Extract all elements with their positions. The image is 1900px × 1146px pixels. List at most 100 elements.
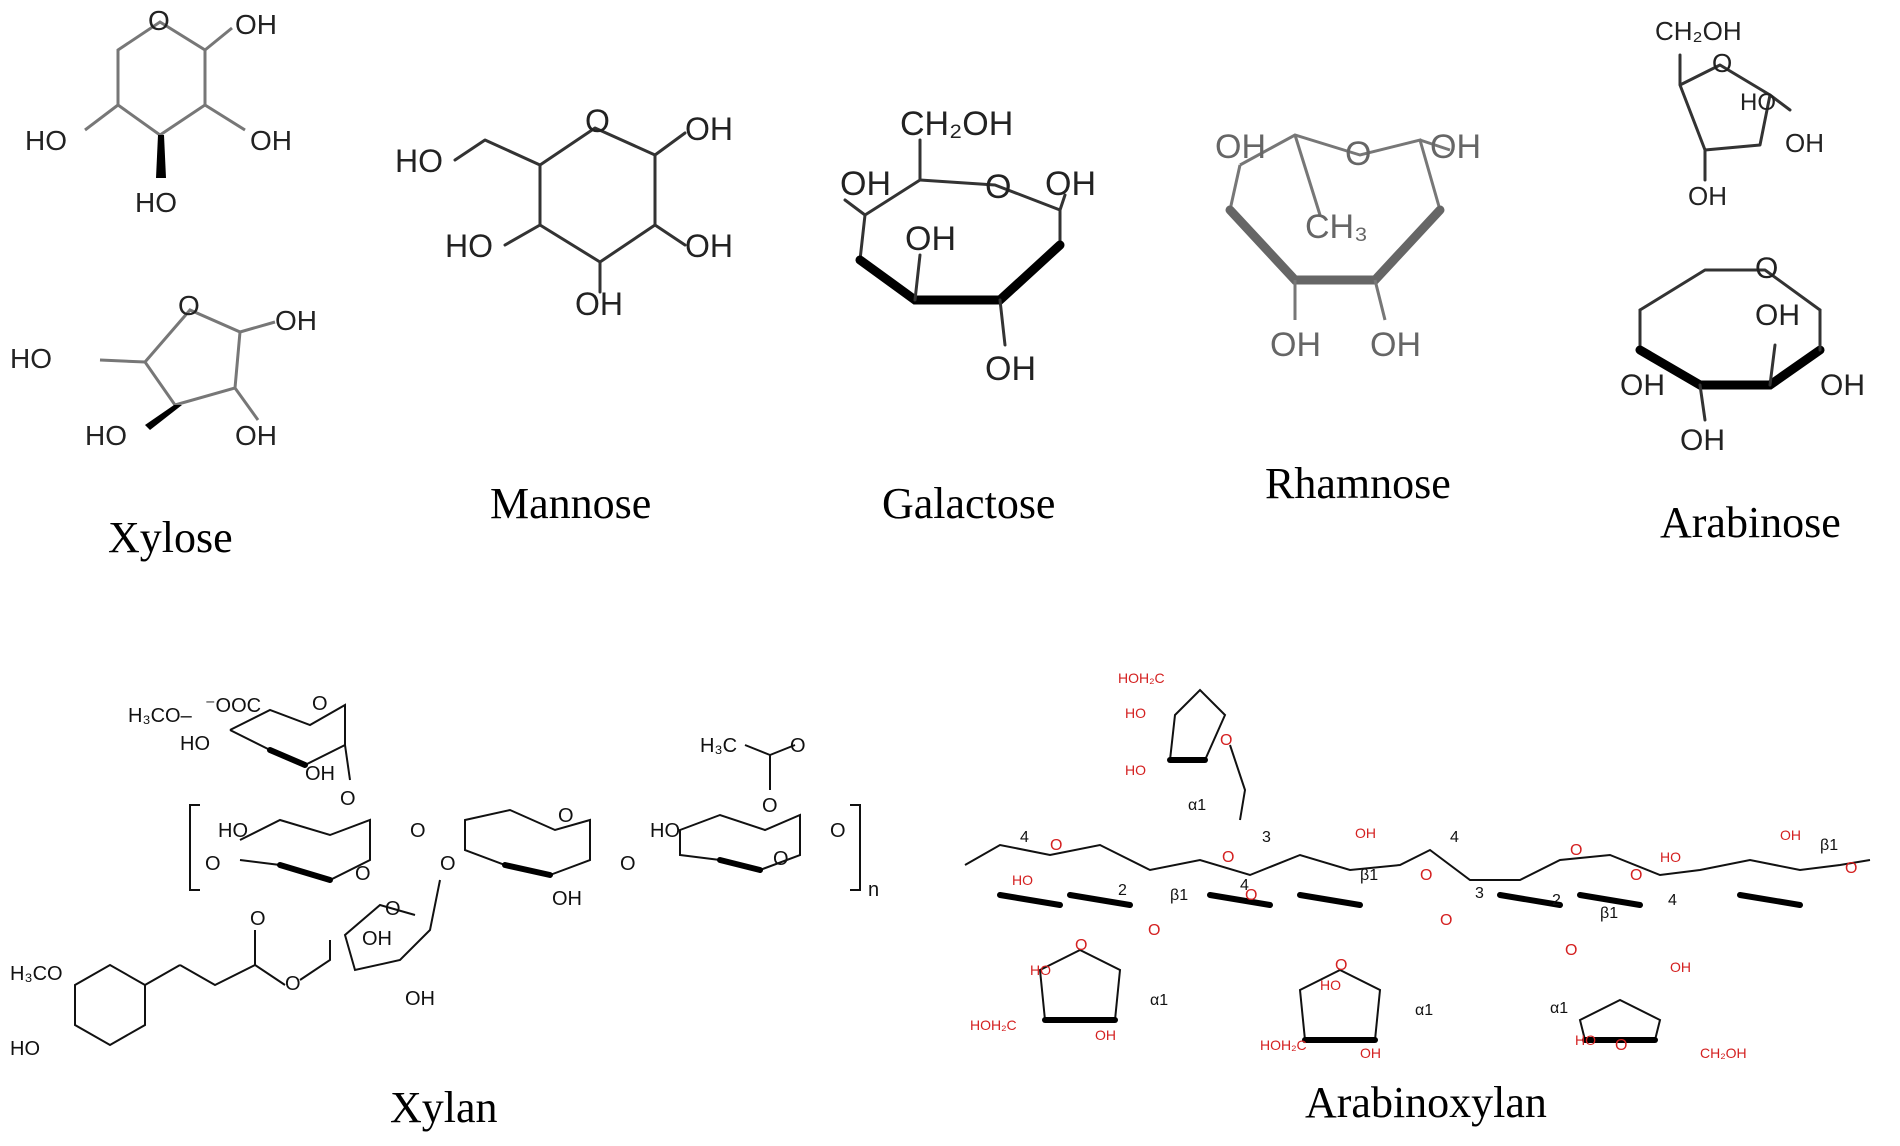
ring-oxygen: O (1335, 957, 1347, 974)
oh-label: OH (905, 220, 956, 258)
position-label: 2 (1118, 882, 1127, 899)
ring-oxygen: O (1570, 842, 1582, 859)
oh-label: OH (1360, 1045, 1381, 1061)
ho-label: HO (1012, 872, 1033, 888)
ch2oh-label: CH₂OH (1655, 16, 1742, 46)
glycosidic-oxygen: O (1148, 922, 1160, 939)
oh-label: OH (1755, 299, 1800, 332)
position-label: 4 (1240, 877, 1249, 894)
ho-label: HO (25, 125, 67, 156)
position-label: 4 (1450, 829, 1459, 846)
glycosidic-oxygen: O (410, 820, 426, 842)
ring-oxygen: O (148, 5, 170, 36)
oh-label: OH (985, 350, 1036, 388)
oh-label: OH (1370, 326, 1421, 364)
arabinoxylan-structure: O O O O O O O O O O O O O O HOH₂C HO HO … (964, 670, 1871, 1061)
ho-label: HO (1575, 1032, 1596, 1048)
caption-galactose: Galactose (882, 479, 1056, 528)
ch3-label: CH₃ (1305, 208, 1368, 246)
ring-oxygen: O (312, 693, 328, 715)
glycosidic-oxygen: O (1440, 912, 1452, 929)
ho-label: HO (395, 143, 443, 179)
oh-label: OH (552, 888, 582, 910)
ring-oxygen: O (585, 103, 610, 139)
caption-arabinoxylan: Arabinoxylan (1305, 1078, 1547, 1127)
oh-label: OH (1045, 165, 1096, 203)
arabinose-furanose: CH₂OH O HO OH OH (1655, 16, 1824, 211)
oh-label: OH (362, 928, 392, 950)
ring-oxygen: O (1345, 135, 1371, 173)
linkage-label: β1 (1600, 905, 1618, 922)
linkage-label: α1 (1415, 1002, 1433, 1019)
oh-label: OH (235, 420, 277, 451)
ring-oxygen: O (1615, 1037, 1627, 1054)
ho-label: HO (1740, 89, 1776, 116)
ho-label: HO (1125, 705, 1146, 721)
ring-oxygen: O (558, 805, 574, 827)
xylose-pyranose: O OH OH HO HO (25, 5, 292, 218)
ho-label: HO (180, 733, 210, 755)
ring-oxygen: O (985, 168, 1011, 206)
ring-oxygen: O (1755, 252, 1778, 285)
oh-label: OH (1355, 825, 1376, 841)
glycosidic-oxygen: O (1245, 887, 1257, 904)
methyl-label: H₃C (700, 735, 737, 757)
ring-oxygen: O (1220, 732, 1232, 749)
oh-label: OH (1215, 128, 1266, 166)
oh-label: OH (250, 125, 292, 156)
oh-label: OH (840, 165, 891, 203)
oh-label: OH (1670, 959, 1691, 975)
ho-label: HO (218, 820, 248, 842)
repeat-n: n (868, 879, 879, 901)
mannose-structure: O OH HO HO OH OH (395, 103, 733, 322)
glycosidic-oxygen: O (620, 853, 636, 875)
glycosidic-oxygen: O (1420, 867, 1432, 884)
ester-oxygen: O (285, 973, 301, 995)
ch2oh-label: HOH₂C (1118, 670, 1165, 686)
linkage-label: α1 (1550, 1000, 1568, 1017)
caption-rhamnose: Rhamnose (1265, 459, 1451, 508)
glycosidic-oxygen: O (1222, 849, 1234, 866)
ch2oh-label: CH₂OH (900, 105, 1013, 143)
linkage-label: α1 (1188, 797, 1206, 814)
oh-label: OH (305, 763, 335, 785)
ring-oxygen: O (355, 863, 371, 885)
xylan-structure: n ⁻OOC H₃CO– O HO OH O HO O O O O O OH O… (10, 693, 879, 1060)
ester-oxygen: O (762, 795, 778, 817)
oh-label: OH (685, 228, 733, 264)
oh-label: OH (405, 988, 435, 1010)
oh-label: OH (1095, 1027, 1116, 1043)
carbonyl-oxygen: O (790, 735, 806, 757)
glycosidic-oxygen: O (830, 820, 846, 842)
oh-label: OH (275, 305, 317, 336)
oh-label: OH (1820, 369, 1865, 402)
methoxy-label: H₃CO (10, 963, 63, 985)
carboxylate-label: ⁻OOC (205, 695, 261, 717)
glycosidic-oxygen: O (205, 853, 221, 875)
caption-xylan: Xylan (390, 1083, 498, 1132)
oh-label: OH (235, 9, 277, 40)
oh-label: OH (1680, 424, 1725, 457)
ho-label: HO (85, 420, 127, 451)
ho-label: HO (135, 187, 177, 218)
linkage-label: α1 (1150, 992, 1168, 1009)
ring-oxygen: O (178, 290, 200, 321)
oh-label: OH (1620, 369, 1665, 402)
linkage-label: β1 (1170, 887, 1188, 904)
glycosidic-oxygen: O (440, 853, 456, 875)
ch2oh-label: HOH₂C (1260, 1037, 1307, 1053)
arabinose-pyranose: O OH OH OH OH (1620, 252, 1865, 457)
linkage-label: β1 (1360, 867, 1378, 884)
glycosidic-oxygen: O (1565, 942, 1577, 959)
ring-oxygen: O (773, 848, 789, 870)
oh-label: OH (1270, 326, 1321, 364)
position-label: 3 (1475, 885, 1484, 902)
oh-label: OH (1430, 128, 1481, 166)
caption-arabinose: Arabinose (1660, 498, 1841, 547)
oh-label: OH (685, 111, 733, 147)
ho-label: HO (650, 820, 680, 842)
ring-oxygen: O (385, 898, 401, 920)
xylose-furanose: O OH HO HO OH (10, 290, 317, 451)
